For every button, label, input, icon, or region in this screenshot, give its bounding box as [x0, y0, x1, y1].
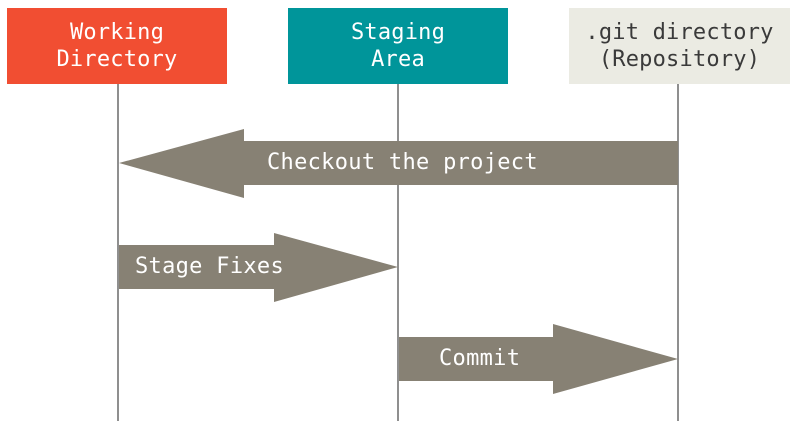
stage-fixes-arrow — [119, 233, 398, 302]
staging-area-box: Staging Area — [288, 8, 508, 84]
commit-arrow — [399, 324, 678, 394]
stage-fixes-arrow-label: Stage Fixes — [135, 254, 284, 279]
staging-area-label-line1: Staging — [350, 20, 446, 45]
checkout-arrow — [119, 129, 678, 198]
working-directory-label-line2: Directory — [56, 47, 178, 72]
repository-box: .git directory (Repository) — [569, 8, 790, 84]
repository-label-line1: .git directory — [585, 20, 774, 45]
working-directory-box: Working Directory — [7, 8, 227, 84]
commit-arrow-label: Commit — [439, 346, 521, 371]
working-directory-label-line1: Working — [69, 20, 165, 45]
staging-area-label-line2: Area — [371, 47, 425, 72]
repository-label-line2: (Repository) — [598, 47, 761, 72]
checkout-arrow-label: Checkout the project — [267, 150, 538, 175]
